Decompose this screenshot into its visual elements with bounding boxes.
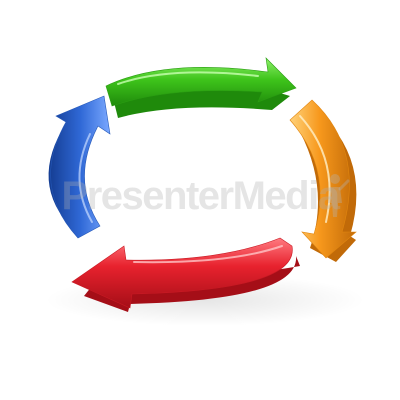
blue-arrow xyxy=(48,95,111,239)
orange-arrow-body xyxy=(289,99,357,259)
green-arrow-body xyxy=(105,57,297,107)
red-arrow xyxy=(71,237,300,312)
green-arrow-highlight xyxy=(117,71,259,85)
green-arrow xyxy=(105,57,297,118)
blue-arrow-highlight xyxy=(78,133,93,223)
red-arrow-highlight xyxy=(133,245,283,264)
orange-arrow-highlight xyxy=(299,115,331,223)
orange-arrow xyxy=(289,99,357,262)
red-arrow-body xyxy=(71,237,293,309)
